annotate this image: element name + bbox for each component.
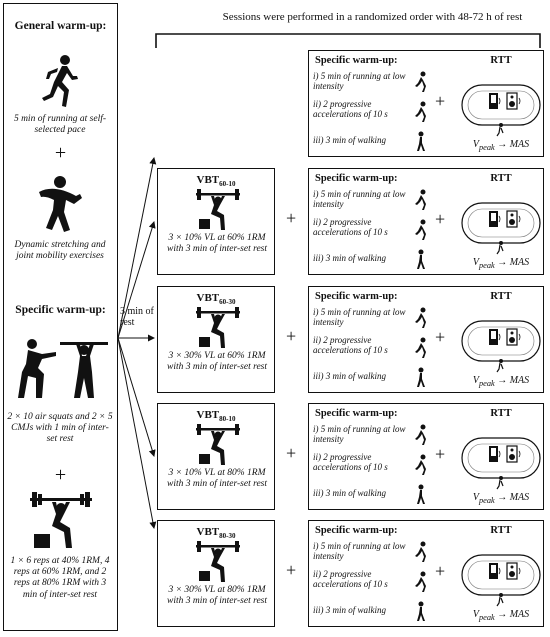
barbell-squat-icon [196, 189, 240, 230]
branch-arrows [117, 157, 157, 529]
plus-sign: + [286, 208, 297, 228]
warmup-item-2: ii) 2 progressive accelerations of 10 s [313, 335, 388, 356]
vbt-description: 3 × 30% VL at 80% 1RM with 3 min of inte… [167, 585, 267, 606]
session-control: Specific warm-up: i) 5 min of running at… [308, 50, 544, 157]
plus-sign: + [435, 444, 446, 464]
track-icon [461, 84, 541, 137]
specific-warmup-title: Specific warm-up: [315, 525, 398, 536]
runner-walk-icons [415, 71, 426, 151]
specific-warmup-title: Specific warm-up: [315, 291, 398, 302]
runner-icon [42, 55, 78, 107]
randomization-caption: Sessions were performed in a randomized … [222, 11, 523, 23]
stretching-text: Dynamic stretching and joint mobility ex… [14, 240, 106, 262]
vpeak-label: Vpeak → MAS [472, 139, 530, 152]
squat-text: 2 × 10 air squats and 2 × 5 CMJs with 1 … [7, 412, 113, 445]
warmup-item-2: ii) 2 progressive accelerations of 10 s [313, 217, 388, 238]
track-icon [461, 320, 541, 373]
warmup-item-2: ii) 2 progressive accelerations of 10 s [313, 452, 388, 473]
barbell-squat-icon [196, 541, 240, 582]
reps-text: 1 × 6 reps at 40% 1RM, 4 reps at 60% 1RM… [10, 556, 110, 600]
general-run-text: 5 min of running at self-selected pace [13, 114, 107, 136]
vbt-box-1: VBT60-10 3 × 10% VL at 60% 1RM with 3 min… [157, 168, 275, 275]
vbt-title: VBT80-10 [196, 409, 236, 424]
plus-sign: + [286, 326, 297, 346]
warmup-item-3: iii) 3 min of walking [313, 488, 386, 498]
session-box-1: Specific warm-up: i) 5 min of running at… [308, 168, 544, 275]
rtt-title: RTT [490, 291, 512, 302]
warmup-item-2: ii) 2 progressive accelerations of 10 s [313, 99, 388, 120]
warmup-item-3: iii) 3 min of walking [313, 605, 386, 615]
squat-icon [18, 339, 108, 398]
rest-label: 3 min of rest [120, 306, 154, 328]
vbt-title: VBT60-10 [196, 174, 236, 189]
warmup-item-1: i) 5 min of running at low intensity [313, 189, 406, 210]
sessions-bracket [155, 33, 541, 48]
warmup-item-2: ii) 2 progressive accelerations of 10 s [313, 569, 388, 590]
session-box-2: Specific warm-up: i) 5 min of running at… [308, 286, 544, 393]
rtt-title: RTT [490, 525, 512, 536]
barbell-squat-icon [196, 424, 240, 465]
warmup-item-3: iii) 3 min of walking [313, 253, 386, 263]
track-icon [461, 202, 541, 255]
plus-sign: + [435, 91, 446, 111]
warmup-item-3: iii) 3 min of walking [313, 135, 386, 145]
vpeak-label: Vpeak → MAS [472, 375, 530, 388]
stretching-icon [39, 176, 82, 232]
vbt-title: VBT60-30 [196, 292, 236, 307]
warmup-panel: General warm-up: 5 min of running at sel… [3, 3, 118, 631]
barbell-squat-icon [196, 307, 240, 348]
track-icon [461, 554, 541, 607]
plus-sign-2: + [54, 464, 67, 486]
vbt-description: 3 × 30% VL at 60% 1RM with 3 min of inte… [167, 351, 267, 372]
vpeak-label: Vpeak → MAS [472, 492, 530, 505]
plus-sign: + [54, 142, 67, 164]
rtt-title: RTT [490, 408, 512, 419]
vbt-box-3: VBT80-10 3 × 10% VL at 80% 1RM with 3 min… [157, 403, 275, 510]
barbell-squat-icon [30, 492, 92, 548]
specific-warmup-title: Specific warm-up: [315, 173, 398, 184]
plus-sign: + [435, 327, 446, 347]
runner-walk-icons [415, 307, 426, 387]
plus-sign: + [286, 443, 297, 463]
rtt-title: RTT [490, 55, 512, 66]
plus-sign: + [286, 560, 297, 580]
session-box-4: Specific warm-up: i) 5 min of running at… [308, 520, 544, 627]
rtt-title: RTT [490, 173, 512, 184]
runner-walk-icons [415, 541, 426, 621]
vpeak-label: Vpeak → MAS [472, 257, 530, 270]
specific-warmup-title: Specific warm-up: [315, 55, 398, 66]
warmup-item-1: i) 5 min of running at low intensity [313, 541, 406, 562]
general-warmup-title: General warm-up: [14, 20, 107, 32]
session-box-3: Specific warm-up: i) 5 min of running at… [308, 403, 544, 510]
warmup-item-3: iii) 3 min of walking [313, 371, 386, 381]
vpeak-label: Vpeak → MAS [472, 609, 530, 622]
warmup-item-1: i) 5 min of running at low intensity [313, 71, 406, 92]
vbt-title: VBT80-30 [196, 526, 236, 541]
track-icon [461, 437, 541, 490]
runner-walk-icons [415, 189, 426, 269]
specific-warmup-title: Specific warm-up: [15, 304, 106, 316]
plus-sign: + [435, 209, 446, 229]
warmup-item-1: i) 5 min of running at low intensity [313, 307, 406, 328]
plus-sign: + [435, 561, 446, 581]
vbt-box-4: VBT80-30 3 × 30% VL at 80% 1RM with 3 min… [157, 520, 275, 627]
specific-warmup-title: Specific warm-up: [315, 408, 398, 419]
vbt-box-2: VBT60-30 3 × 30% VL at 60% 1RM with 3 min… [157, 286, 275, 393]
vbt-description: 3 × 10% VL at 80% 1RM with 3 min of inte… [167, 468, 267, 489]
warmup-item-1: i) 5 min of running at low intensity [313, 424, 406, 445]
vbt-description: 3 × 10% VL at 60% 1RM with 3 min of inte… [167, 233, 267, 254]
runner-walk-icons [415, 424, 426, 504]
